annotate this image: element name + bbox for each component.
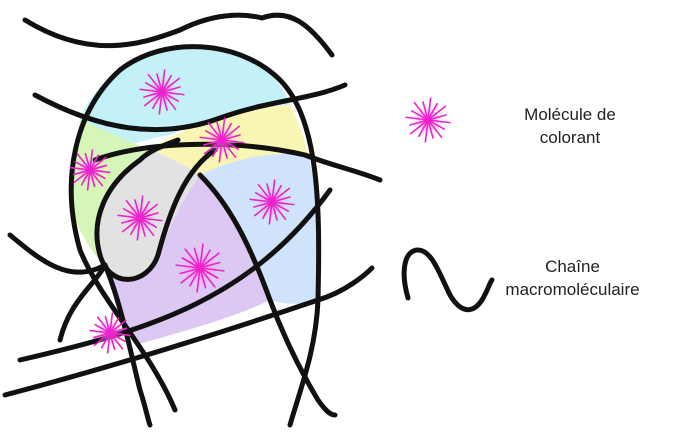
legend-dye-label: Molécule de colorant [470, 103, 670, 149]
legend-dye-sample [406, 98, 450, 142]
legend-dye-line2: colorant [470, 126, 670, 149]
legend-chain-label: Chaîne macromoléculaire [470, 255, 675, 301]
legend-chain-line2: macromoléculaire [470, 278, 675, 301]
legend-chain-line1: Chaîne [470, 255, 675, 278]
legend-dye-line1: Molécule de [470, 103, 670, 126]
chain-top-left [25, 20, 180, 46]
